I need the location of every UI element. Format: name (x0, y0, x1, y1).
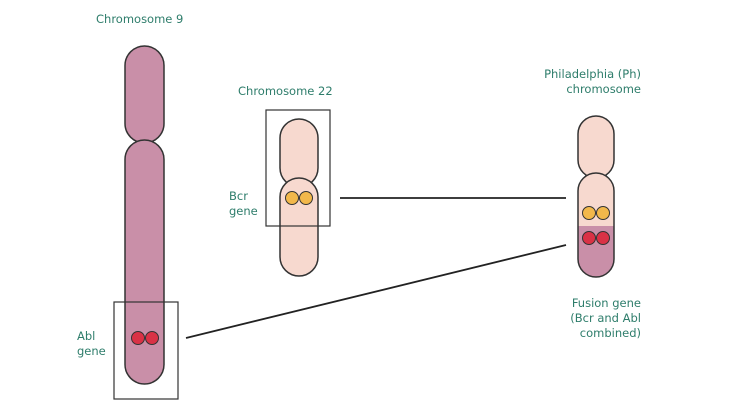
fusion-label-line-1: Fusion gene (571, 296, 641, 310)
abl-gene-box (113, 301, 179, 400)
chromosome-9-short-arm (124, 45, 165, 144)
ph-abl-left-dot (582, 231, 596, 245)
ph-bcr-left-dot (582, 206, 596, 220)
abl-gene-left-dot (131, 331, 145, 345)
bcr-gene-right-dot (299, 191, 313, 205)
abl-gene-right-dot (145, 331, 159, 345)
ph-chromosome-lower-outline (577, 172, 615, 278)
bcr-gene-box (265, 109, 331, 227)
abl-connector-line (185, 244, 567, 339)
philadelphia-label-line-2: chromosome (566, 82, 641, 96)
abl-label-line-2: gene (77, 344, 106, 358)
ph-chromosome-abl-segment (578, 226, 614, 277)
chromosome-22 (265, 109, 331, 277)
fusion-gene-label: Fusion gene (Bcr and Abl combined) (570, 296, 641, 341)
philadelphia-chromosome (577, 115, 615, 278)
bcr-label-line-1: Bcr (229, 189, 248, 203)
fusion-label-line-3: combined) (579, 326, 641, 340)
abl-gene-label: Abl gene (77, 329, 106, 359)
philadelphia-label-line-1: Philadelphia (Ph) (544, 67, 641, 81)
chromosome-22-lower-arm (279, 177, 319, 277)
chromosome-9-label: Chromosome 9 (96, 12, 184, 26)
ph-bcr-right-dot (596, 206, 610, 220)
abl-label-line-1: Abl (77, 329, 96, 343)
philadelphia-chromosome-label: Philadelphia (Ph) chromosome (544, 67, 641, 97)
bcr-gene-left-dot (285, 191, 299, 205)
bcr-label-line-2: gene (229, 204, 258, 218)
ph-abl-right-dot (596, 231, 610, 245)
ph-chromosome-lower-arm (578, 173, 614, 226)
ph-chromosome-upper-arm (577, 115, 615, 179)
chromosome-22-upper-arm (279, 118, 319, 188)
bcr-gene-label: Bcr gene (229, 189, 258, 219)
chromosome-22-label: Chromosome 22 (238, 84, 333, 98)
fusion-label-line-2: (Bcr and Abl (570, 311, 641, 325)
chromosome-9-long-arm (124, 139, 165, 385)
chromosome-9 (113, 45, 179, 400)
